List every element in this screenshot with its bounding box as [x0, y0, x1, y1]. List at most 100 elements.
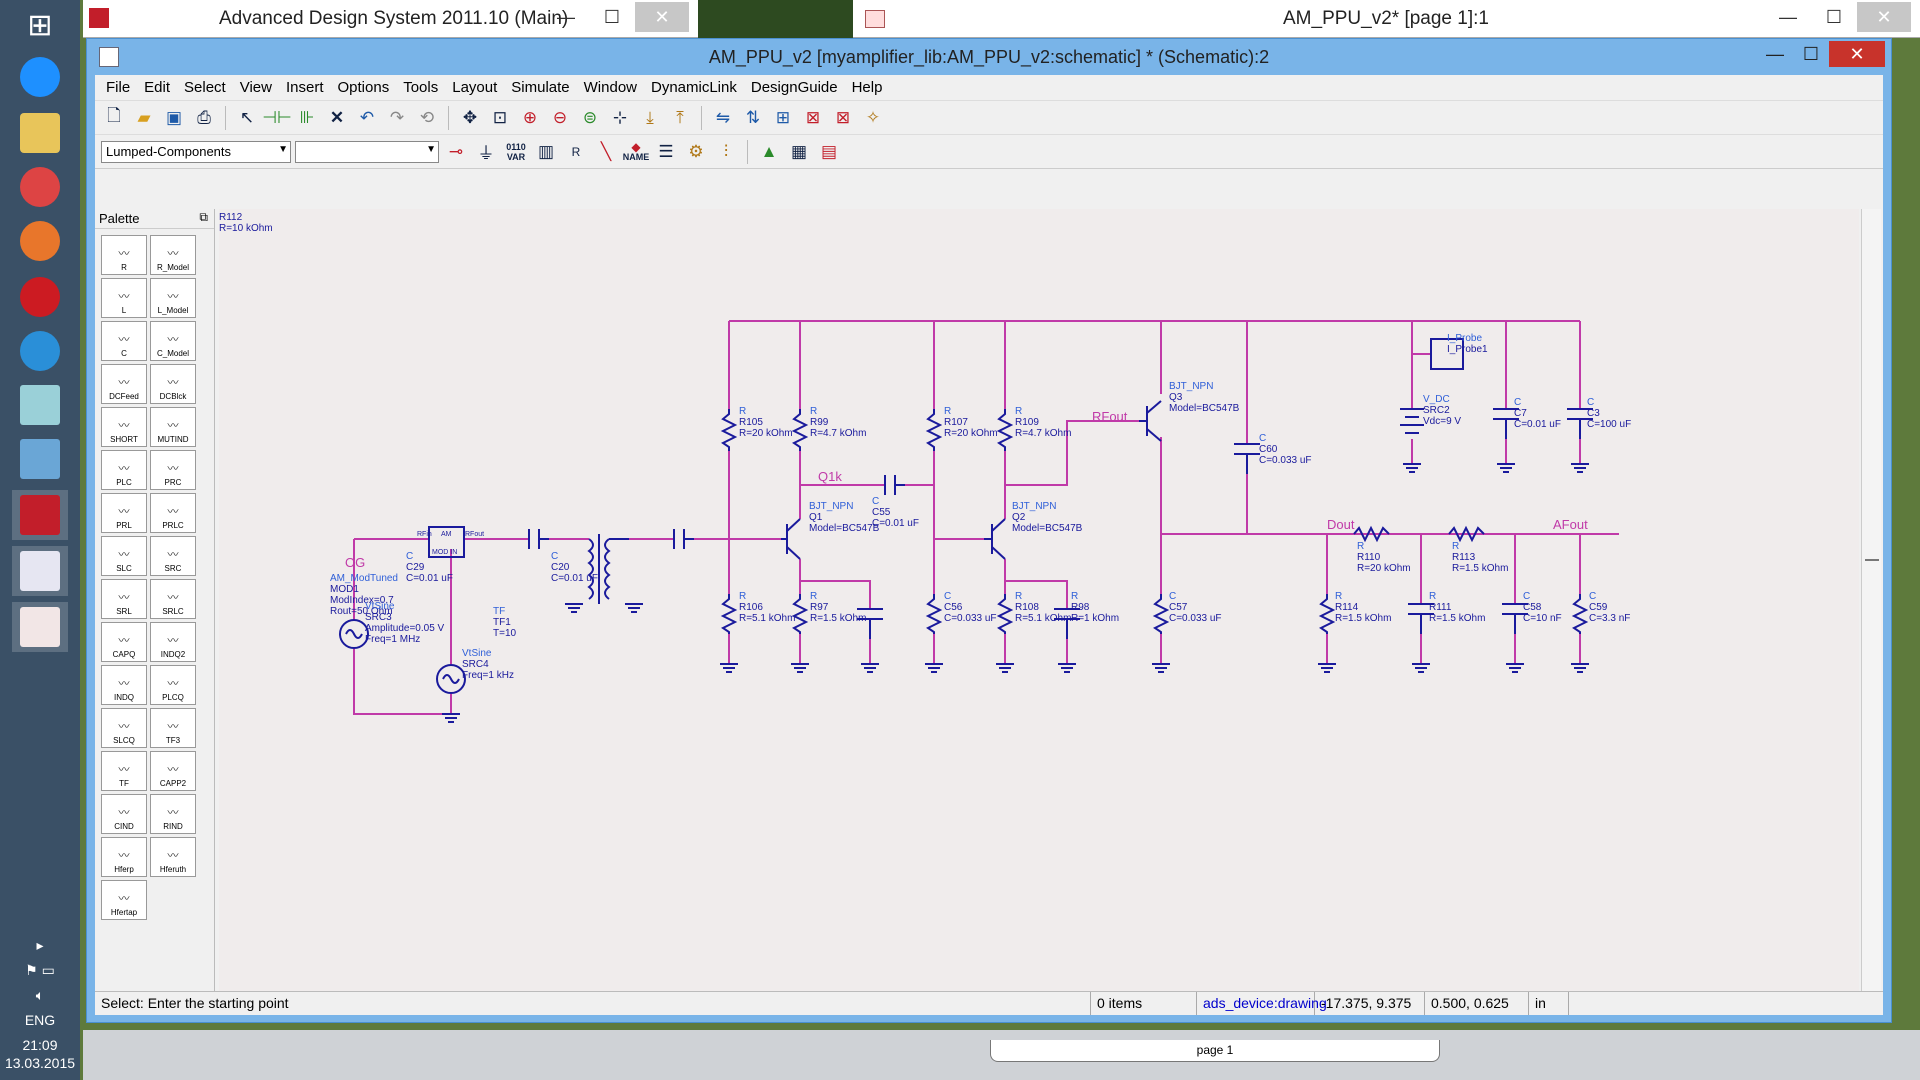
capacitor-c60[interactable] [1234, 443, 1260, 474]
maximize-button[interactable]: ☐ [603, 6, 621, 27]
resistor-r113[interactable] [1353, 525, 1390, 543]
vertical-scroll-thumb[interactable] [1865, 559, 1879, 561]
menu-edit[interactable]: Edit [144, 79, 171, 96]
status-layer[interactable]: ads_device:drawing [1197, 992, 1327, 1015]
palette-item-src[interactable]: 〰SRC [150, 536, 196, 576]
schematic-window[interactable]: AM_PPU_v2 [myamplifier_lib:AM_PPU_v2:sch… [86, 38, 1892, 1023]
zoom-in-icon[interactable]: ⊕ [522, 107, 538, 127]
deactivate-icon[interactable]: ⊠ [805, 107, 821, 127]
simulate-icon[interactable]: ▲ [760, 141, 778, 161]
palette-item-short[interactable]: 〰SHORT [101, 407, 147, 447]
plot-window-icon[interactable]: ▤ [820, 141, 838, 161]
language-indicator[interactable]: ENG [24, 1012, 56, 1028]
menu-window[interactable]: Window [583, 79, 637, 96]
gear-icon[interactable]: ⚙ [688, 141, 704, 161]
palette-item-slcq[interactable]: 〰SLCQ [101, 708, 147, 748]
zoom-area-icon[interactable]: ⊡ [492, 107, 508, 127]
ie-taskbar-button[interactable] [12, 52, 68, 102]
menu-tools[interactable]: Tools [403, 79, 439, 96]
chrome-taskbar-button[interactable] [12, 162, 68, 212]
transistor-q1[interactable] [781, 518, 801, 560]
deactivate-short-icon[interactable]: ⊠ [835, 107, 851, 127]
palette-item-srl[interactable]: 〰SRL [101, 579, 147, 619]
palette-item-hferp[interactable]: 〰Hferp [101, 837, 147, 877]
transformer-tf1[interactable] [587, 534, 629, 604]
resistor-r99[interactable] [791, 409, 809, 451]
explorer-taskbar-button[interactable] [12, 108, 68, 158]
insert-wire-diagonal-icon[interactable]: ╲ [600, 141, 612, 161]
palette-item-c[interactable]: 〰C [101, 321, 147, 361]
resistor-r111[interactable] [1318, 594, 1336, 634]
resistor-r98[interactable] [996, 594, 1014, 634]
resistor-r109[interactable] [996, 409, 1014, 451]
palette-item-tf[interactable]: 〰TF [101, 751, 147, 791]
resistor-r106[interactable] [720, 594, 738, 634]
network-icon[interactable]: ⚑ ▭ [25, 962, 55, 978]
volume-icon[interactable]: 🔈︎ [35, 987, 45, 1003]
library-combo[interactable]: Lumped-Components ▼ [101, 140, 291, 163]
mirror-x-icon[interactable]: ⇋ [715, 107, 731, 127]
palette-item-cind[interactable]: 〰CIND [101, 794, 147, 834]
menu-simulate[interactable]: Simulate [511, 79, 570, 96]
menu-file[interactable]: File [106, 79, 131, 96]
net-label-dout[interactable]: Dout [1327, 517, 1355, 532]
select-pointer-icon[interactable]: ↖ [239, 107, 255, 127]
print-icon[interactable]: ⎙ [197, 107, 211, 127]
palette-item-prlc[interactable]: 〰PRLC [150, 493, 196, 533]
resistor-r112[interactable] [1571, 594, 1589, 634]
transistor-q3[interactable] [1139, 400, 1162, 442]
component-list-icon[interactable]: ☰ [658, 141, 674, 161]
menu-insert[interactable]: Insert [285, 79, 324, 96]
palette-item-l[interactable]: 〰L [101, 278, 147, 318]
data-display-icon[interactable]: ▦ [790, 141, 808, 161]
am-modulator-block[interactable] [428, 526, 465, 558]
opera-taskbar-button[interactable] [12, 272, 68, 322]
menu-options[interactable]: Options [337, 79, 390, 96]
capacitor-c58[interactable] [1408, 603, 1434, 634]
maximize-button[interactable]: ☐ [1825, 6, 1843, 27]
ads-data-taskbar-button[interactable] [12, 602, 68, 652]
var-equation-button[interactable]: 0110 VAR [503, 139, 529, 165]
component-combo[interactable]: ▼ [295, 140, 439, 163]
ads-taskbar-button[interactable] [12, 490, 68, 540]
layout-window[interactable]: AM_PPU_v2* [page 1]:1 — ☐ ✕ [853, 0, 1920, 38]
capacitor-c59[interactable] [1502, 603, 1528, 634]
palette-item-hferuth[interactable]: 〰Hferuth [150, 837, 196, 877]
maximize-button[interactable]: ☐ [1802, 44, 1820, 64]
minimize-button[interactable]: — [1766, 44, 1784, 64]
calculator-taskbar-button[interactable] [12, 434, 68, 484]
pan-icon[interactable]: ⊹ [612, 107, 628, 127]
capacitor-c55[interactable] [884, 475, 905, 495]
show-hidden-icons-icon[interactable]: ▸ [36, 937, 44, 953]
palette-item-tf3[interactable]: 〰TF3 [150, 708, 196, 748]
vdc-src2[interactable] [1400, 408, 1424, 434]
net-label-og[interactable]: OG [345, 555, 365, 570]
menu-designguide[interactable]: DesignGuide [750, 79, 838, 96]
palette-item-hfertap[interactable]: 〰Hfertap [101, 880, 147, 920]
palette-item-indq[interactable]: 〰INDQ [101, 665, 147, 705]
menu-view[interactable]: View [239, 79, 272, 96]
push-into-hierarchy-icon[interactable]: ⤓ [646, 107, 654, 127]
palette-item-mutind[interactable]: 〰MUTIND [150, 407, 196, 447]
palette-item-prl[interactable]: 〰PRL [101, 493, 147, 533]
palette-item-indq2[interactable]: 〰INDQ2 [150, 622, 196, 662]
resistor-r108[interactable] [925, 594, 943, 634]
ads-window-taskbar-button[interactable] [12, 546, 68, 596]
menu-select[interactable]: Select [184, 79, 226, 96]
palette-item-capq[interactable]: 〰CAPQ [101, 622, 147, 662]
insert-pin-icon[interactable]: ⊣⊢ [262, 107, 292, 127]
port-icon[interactable]: ⊸ [448, 141, 464, 161]
vertical-scrollbar[interactable] [1861, 209, 1881, 999]
new-icon[interactable]: 🗋 [107, 106, 121, 125]
capacitor-c3[interactable] [1567, 408, 1593, 439]
current-probe[interactable] [1430, 338, 1464, 370]
capacitor-c29[interactable] [528, 529, 549, 549]
close-button[interactable]: ✕ [1857, 2, 1911, 32]
palette-item-l_model[interactable]: 〰L_Model [150, 278, 196, 318]
net-label-afout[interactable]: AFout [1553, 517, 1588, 532]
layout-page-tab[interactable]: page 1 [990, 1040, 1440, 1062]
undock-icon[interactable]: ⧉ [199, 210, 208, 224]
ground-icon[interactable]: ⏚ [477, 144, 495, 163]
